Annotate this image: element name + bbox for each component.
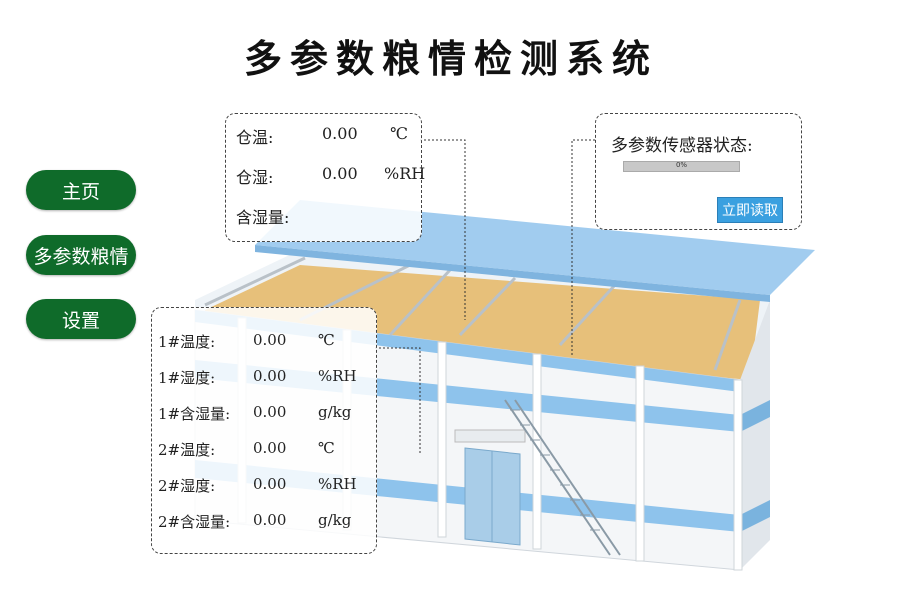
page-title: 多参数粮情检测系统 [243, 36, 658, 81]
point-unit: ℃ [318, 439, 335, 457]
sensor-progress-text: 0% [675, 161, 688, 169]
read-now-button[interactable]: 立即读取 [717, 197, 783, 223]
point-label: 1#湿度: [158, 369, 216, 387]
nav-home-button[interactable]: 主页 [26, 170, 136, 210]
warehouse-temp-value: 0.00 [322, 124, 358, 143]
point-value: 0.00 [253, 511, 287, 529]
point-unit: g/kg [318, 403, 352, 421]
grain-surface [205, 265, 760, 380]
points-panel [151, 307, 377, 554]
warehouse-panel [225, 113, 422, 242]
staircase [504, 399, 621, 556]
warehouse-hum-unit: %RH [384, 164, 426, 183]
sensor-status-label: 多参数传感器状态: [611, 136, 753, 156]
warehouse-hum-value: 0.00 [322, 164, 358, 183]
point-unit: ℃ [318, 331, 335, 349]
point-label: 2#湿度: [158, 477, 216, 495]
point-value: 0.00 [253, 403, 287, 421]
point-unit: %RH [318, 367, 357, 385]
point-unit: %RH [318, 475, 357, 493]
nav-settings-button[interactable]: 设置 [26, 299, 136, 339]
side-wall [740, 300, 770, 570]
warehouse-moisture-label: 含湿量: [236, 208, 290, 227]
point-value: 0.00 [253, 475, 287, 493]
sensor-progress-bar: 0% [623, 161, 740, 172]
point-value: 0.00 [253, 367, 287, 385]
point-label: 2#温度: [158, 441, 216, 459]
point-label: 2#含湿量: [158, 513, 231, 531]
point-unit: g/kg [318, 511, 352, 529]
point-value: 0.00 [253, 331, 287, 349]
point-label: 1#温度: [158, 333, 216, 351]
warehouse-temp-unit: ℃ [390, 124, 408, 143]
point-label: 1#含湿量: [158, 405, 231, 423]
nav-multi-param-button[interactable]: 多参数粮情 [26, 235, 136, 275]
warehouse-hum-label: 仓湿: [236, 168, 274, 187]
warehouse-temp-label: 仓温: [236, 128, 274, 147]
point-value: 0.00 [253, 439, 287, 457]
